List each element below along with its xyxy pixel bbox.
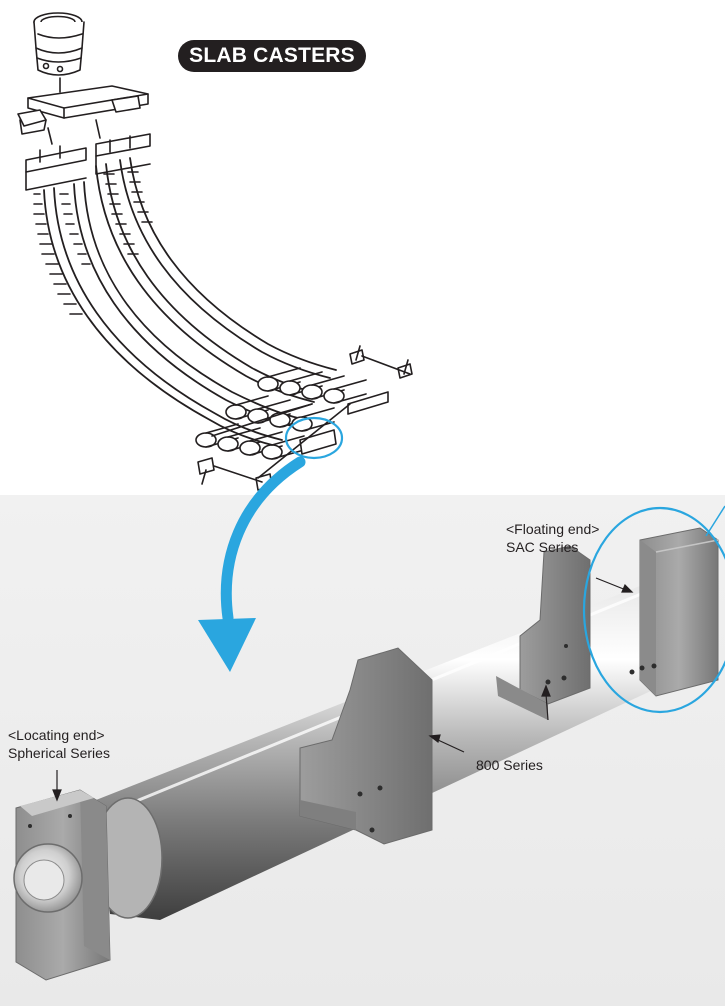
page-title: SLAB CASTERS <box>178 40 366 72</box>
leader-arrow-head-icon <box>621 583 634 593</box>
leader-arrow-icon <box>595 577 627 591</box>
center-housing <box>299 647 433 845</box>
center-bearing-series-label: 800 Series <box>476 757 543 773</box>
locating-end-series-label: Spherical Series <box>8 745 110 761</box>
slab-caster-illustration <box>17 12 413 499</box>
roll-assembly <box>13 527 719 981</box>
callout-line <box>705 505 725 537</box>
leader-arrow-icon <box>437 739 465 753</box>
floating-end-tag: <Floating end> <box>506 521 600 537</box>
locating-end-tag: <Locating end> <box>8 727 105 743</box>
floating-end-housing <box>629 527 719 697</box>
strand-rolls-left <box>33 193 91 315</box>
leader-arrow-head-icon <box>541 684 551 697</box>
leader-arrows <box>52 577 634 802</box>
curved-down-arrow-icon <box>220 456 306 624</box>
locating-end-housing <box>13 789 111 981</box>
ladle-icon <box>33 12 85 93</box>
leader-arrow-head-icon <box>428 734 441 744</box>
floating-end-highlight-circle <box>582 506 725 714</box>
leader-arrow-icon <box>545 693 549 721</box>
tundish-icon <box>17 85 149 145</box>
strand-curves <box>43 157 337 447</box>
leader-arrow-head-icon <box>52 789 62 802</box>
caster-highlight-circle <box>284 416 344 460</box>
floating-end-series-label: SAC Series <box>506 539 579 555</box>
horizontal-rolls <box>195 345 413 499</box>
arrow-head-icon <box>198 618 256 672</box>
right-center-housing <box>496 545 591 720</box>
